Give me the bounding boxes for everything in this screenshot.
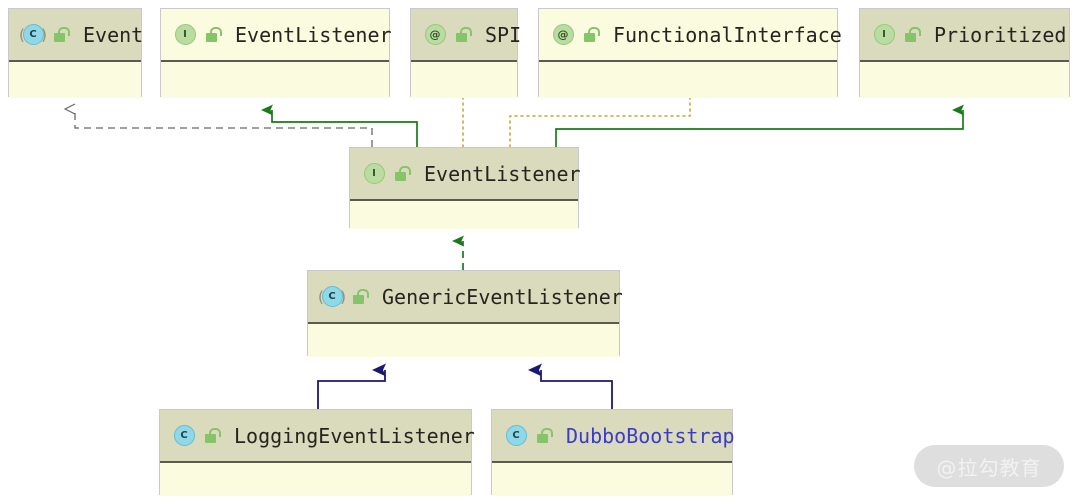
abstract-bracket-left: ( <box>318 287 324 306</box>
class-title-loggingeventlistener: LoggingEventListener <box>234 423 475 448</box>
class-title-functionalinterface: FunctionalInterface <box>613 22 842 47</box>
class-header-eventlistener-mid: I EventListener <box>350 148 581 201</box>
class-icon-abstract: ( C ) <box>19 24 47 45</box>
interface-icon: I <box>363 163 385 184</box>
class-body-functionalinterface <box>539 62 837 98</box>
open-padlock-icon <box>205 427 221 444</box>
open-padlock-icon <box>537 427 553 444</box>
open-padlock-icon <box>456 26 472 43</box>
edge-generalization-eventlistener <box>261 104 418 147</box>
edge-generalization-prioritized <box>555 104 964 147</box>
class-box-loggingeventlistener[interactable]: C LoggingEventListener <box>159 409 475 496</box>
icon-group-loggingeventlistener: C <box>170 425 221 446</box>
class-icon: C <box>173 425 195 446</box>
class-header-prioritized: I Prioritized <box>860 9 1069 62</box>
class-box-event[interactable]: ( C ) Event <box>8 8 144 98</box>
class-body-loggingeventlistener <box>160 463 471 496</box>
annotation-icon-slot: @ <box>549 24 577 45</box>
class-body-eventlistener-mid <box>350 201 578 229</box>
interface-icon: I <box>873 24 895 45</box>
class-box-eventlistener-top[interactable]: I EventListener <box>160 8 392 98</box>
class-icon-slot: C <box>502 425 530 446</box>
edge-inheritance-dubbobootstrap <box>528 363 613 409</box>
class-box-spi[interactable]: @ SPI <box>410 8 521 98</box>
class-header-dubbobootstrap: C DubboBootstrap <box>492 410 735 463</box>
abstract-bracket-left: ( <box>19 25 25 44</box>
class-body-eventlistener-top <box>161 62 389 98</box>
class-header-genericeventlistener: ( C ) GenericEventListener <box>308 271 623 324</box>
class-title-prioritized: Prioritized <box>934 22 1067 47</box>
interface-icon-slot: I <box>870 24 898 45</box>
abstract-bracket-right: ) <box>340 287 346 306</box>
class-box-prioritized[interactable]: I Prioritized <box>859 8 1070 98</box>
class-box-functionalinterface[interactable]: @ FunctionalInterface <box>538 8 842 98</box>
icon-group-genericeventlistener: ( C ) <box>318 286 369 307</box>
class-title-spi: SPI <box>485 22 522 47</box>
open-padlock-icon <box>584 26 600 43</box>
open-padlock-icon <box>206 26 222 43</box>
edge-dependency-event <box>75 109 373 147</box>
class-title-eventlistener-mid: EventListener <box>424 161 581 186</box>
icon-group-eventlistener-mid: I <box>360 163 411 184</box>
class-title-event: Event <box>83 22 144 47</box>
interface-icon: I <box>174 24 196 45</box>
class-box-eventlistener-mid[interactable]: I EventListener <box>349 147 581 229</box>
open-padlock-icon <box>395 165 411 182</box>
class-body-genericeventlistener <box>308 324 619 357</box>
class-header-event: ( C ) Event <box>9 9 144 62</box>
open-padlock-icon <box>353 288 369 305</box>
icon-group-eventlistener-top: I <box>171 24 222 45</box>
class-body-event <box>9 62 141 98</box>
open-padlock-icon <box>54 26 70 43</box>
class-body-dubbobootstrap <box>492 463 732 496</box>
class-box-dubbobootstrap[interactable]: C DubboBootstrap <box>491 409 735 496</box>
edge-inheritance-loggingeventlistener <box>317 363 386 409</box>
class-title-genericeventlistener: GenericEventListener <box>382 284 623 309</box>
annotation-icon: @ <box>424 24 446 45</box>
class-header-eventlistener-top: I EventListener <box>161 9 392 62</box>
class-title-dubbobootstrap[interactable]: DubboBootstrap <box>566 423 735 448</box>
class-icon: C <box>321 286 343 307</box>
icon-group-dubbobootstrap: C <box>502 425 553 446</box>
class-title-eventlistener-top: EventListener <box>235 22 392 47</box>
class-icon: C <box>22 24 44 45</box>
annotation-icon-slot: @ <box>421 24 449 45</box>
class-box-genericeventlistener[interactable]: ( C ) GenericEventListener <box>307 270 623 357</box>
icon-group-spi: @ <box>421 24 472 45</box>
interface-icon-slot: I <box>171 24 199 45</box>
class-header-spi: @ SPI <box>411 9 521 62</box>
abstract-bracket-right: ) <box>41 25 47 44</box>
icon-group-event: ( C ) <box>19 24 70 45</box>
interface-icon-slot: I <box>360 163 388 184</box>
edge-annotation-functionalinterface <box>509 97 691 148</box>
class-body-prioritized <box>860 62 1069 98</box>
class-body-spi <box>411 62 517 98</box>
class-header-loggingeventlistener: C LoggingEventListener <box>160 410 475 463</box>
watermark-badge: @拉勾教育 <box>914 445 1064 487</box>
icon-group-prioritized: I <box>870 24 921 45</box>
class-icon-slot: C <box>170 425 198 446</box>
open-padlock-icon <box>905 26 921 43</box>
icon-group-functionalinterface: @ <box>549 24 600 45</box>
class-icon-abstract: ( C ) <box>318 286 346 307</box>
class-header-functionalinterface: @ FunctionalInterface <box>539 9 842 62</box>
annotation-icon: @ <box>552 24 574 45</box>
class-icon: C <box>505 425 527 446</box>
